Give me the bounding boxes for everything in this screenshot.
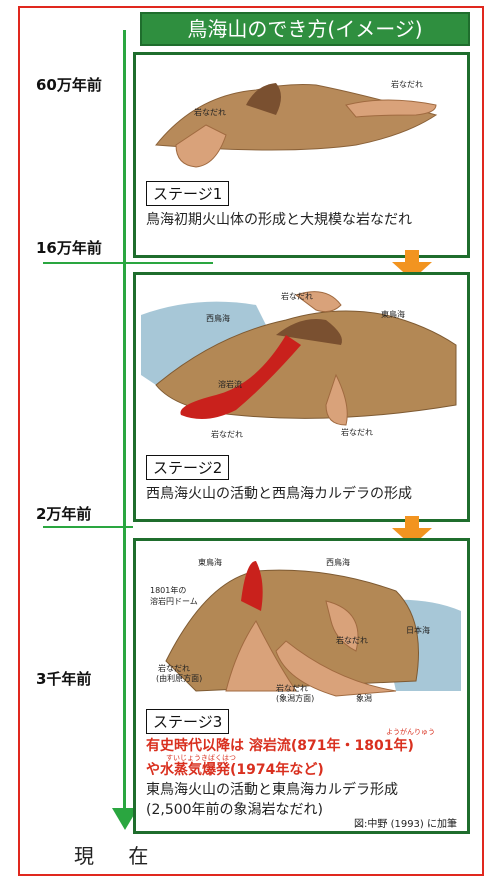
stage-1-label-a: 岩なだれ xyxy=(194,107,226,117)
stage-2-panel: 岩なだれ 西鳥海 東鳥海 溶岩流 岩なだれ 岩なだれ ステージ2 西鳥海火山の活… xyxy=(133,272,470,522)
stage-2-label-a: 岩なだれ xyxy=(281,291,313,301)
present-label: 現 在 xyxy=(74,844,163,868)
stage-3-panel: 東鳥海 西鳥海 1801年の 溶岩円ドーム 日本海 岩なだれ 岩なだれ (由利原… xyxy=(133,538,470,834)
stage-3-description-2: (2,500年前の象潟岩なだれ) xyxy=(146,802,324,818)
stage-3-label-h: (由利原方面) xyxy=(156,673,202,683)
stage-1-illustration: 岩なだれ 岩なだれ xyxy=(155,79,438,168)
stage-3-description-1: 東鳥海火山の活動と東鳥海カルデラ形成 xyxy=(146,782,398,798)
stage-1-description: 鳥海初期火山体の形成と大規模な岩なだれ xyxy=(146,212,412,228)
timeline-axis xyxy=(123,30,126,820)
stage-2-description: 西鳥海火山の活動と西鳥海カルデラの形成 xyxy=(146,486,412,502)
stage-3-label: ステージ3 xyxy=(146,709,230,734)
stage-2-label-e: 岩なだれ xyxy=(211,429,243,439)
stage-3-label-j: (象潟方面) xyxy=(276,693,314,703)
time-label-160k: 16万年前 xyxy=(36,239,102,257)
stage-2-label-f: 岩なだれ xyxy=(341,427,373,437)
stage-arrow-1-stem xyxy=(405,250,419,262)
stage-3-label-a: 東鳥海 xyxy=(198,557,222,567)
stage-3-label-b: 西鳥海 xyxy=(326,557,350,567)
stage-2-label-c: 東鳥海 xyxy=(381,309,405,319)
timeline-tick-160k xyxy=(43,262,213,264)
stage-2-label-d: 溶岩流 xyxy=(218,379,242,389)
stage-3-label-g: 岩なだれ xyxy=(158,663,190,673)
stage-arrow-2-stem xyxy=(405,516,419,528)
stage-2-label-b: 西鳥海 xyxy=(206,313,230,323)
timeline-tick-20k xyxy=(43,526,133,528)
stage-3-label-d: 溶岩円ドーム xyxy=(150,596,198,606)
stage-3-label-k: 象潟 xyxy=(356,693,372,703)
time-label-3k: 3千年前 xyxy=(36,670,92,688)
stage-3-label-c: 1801年の xyxy=(150,585,186,595)
stage-1-label: ステージ1 xyxy=(146,181,230,206)
stage-1-panel: 岩なだれ 岩なだれ ステージ1 鳥海初期火山体の形成と大規模な岩なだれ xyxy=(133,52,470,258)
stage-3-ruby-1: ようがんりゅう xyxy=(386,728,435,736)
time-label-20k: 2万年前 xyxy=(36,505,92,523)
timeline-arrowhead xyxy=(112,808,138,830)
stage-2-illustration: 岩なだれ 西鳥海 東鳥海 溶岩流 岩なだれ 岩なだれ xyxy=(141,291,457,439)
stage-3-label-i: 岩なだれ xyxy=(276,683,308,693)
stage-3-label-f: 岩なだれ xyxy=(336,635,368,645)
stage-3-highlight-2: や水蒸気爆発(1974年など) xyxy=(146,762,324,778)
diagram-title: 鳥海山のでき方(イメージ) xyxy=(140,12,470,46)
time-label-600k: 60万年前 xyxy=(36,76,102,94)
stage-3-illustration: 東鳥海 西鳥海 1801年の 溶岩円ドーム 日本海 岩なだれ 岩なだれ (由利原… xyxy=(150,557,461,703)
figure-credit: 図:中野 (1993) に加筆 xyxy=(354,819,457,830)
stage-3-ruby-2: すいじょうきばくはつ xyxy=(166,754,236,762)
stage-1-label-b: 岩なだれ xyxy=(391,79,423,89)
stage-2-label: ステージ2 xyxy=(146,455,230,480)
stage-3-highlight-1: 有史時代以降は 溶岩流(871年・1801年) xyxy=(146,738,414,754)
stage-3-label-e: 日本海 xyxy=(406,625,430,635)
